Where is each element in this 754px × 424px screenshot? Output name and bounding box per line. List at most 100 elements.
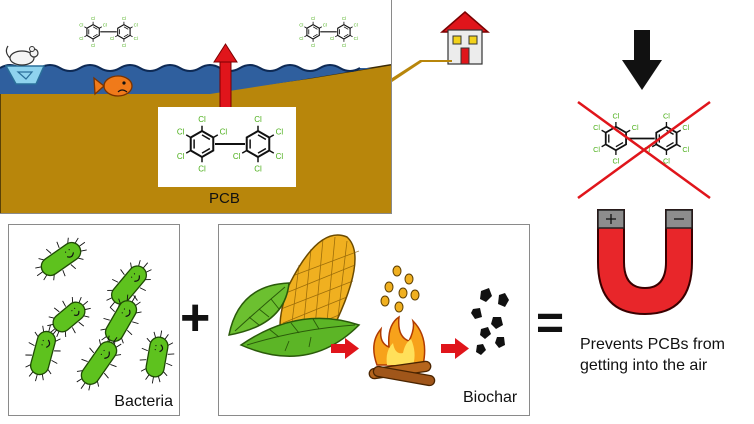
chlorine-label: Cl: [276, 152, 284, 161]
chlorine-label: Cl: [632, 123, 639, 132]
bond: [319, 26, 323, 29]
bond: [129, 35, 133, 38]
chlorine-label: Cl: [663, 156, 670, 165]
chlorine-label: Cl: [198, 165, 206, 174]
cross-line: [577, 100, 711, 200]
chlorine-label: Cl: [311, 43, 315, 48]
chlorine-label: Cl: [311, 16, 315, 21]
bacterium-icon: [35, 237, 87, 281]
double-bond: [257, 147, 267, 154]
biochar-icon: [471, 288, 509, 355]
chlorine-label: Cl: [220, 127, 228, 136]
bond: [99, 26, 103, 29]
chlorine-label: Cl: [323, 23, 327, 28]
bacterium-icon: [76, 335, 122, 391]
biochar-panel: Biochar: [218, 224, 530, 416]
biochar-label: Biochar: [463, 389, 518, 406]
red-right-arrow-icon: [331, 338, 359, 359]
chlorine-label: Cl: [330, 36, 334, 41]
chlorine-label: Cl: [682, 145, 689, 154]
magnet-icon: [597, 209, 693, 316]
result-line-2: getting into the air: [580, 357, 708, 374]
bond: [601, 129, 607, 134]
bacterium-icon: [106, 260, 152, 310]
chlorine-label: Cl: [593, 123, 600, 132]
double-bond: [343, 26, 349, 30]
corn-icon: [228, 234, 361, 357]
double-bond: [123, 33, 129, 38]
water: [0, 65, 372, 94]
bond: [625, 129, 631, 134]
chlorine-label: Cl: [299, 36, 303, 41]
corn-seeds-icon: [380, 265, 420, 313]
bond: [304, 35, 308, 38]
bond: [601, 143, 607, 148]
red-right-arrow-icon: [441, 338, 469, 359]
bond: [676, 129, 682, 134]
bond: [349, 35, 353, 38]
chlorine-label: Cl: [276, 127, 284, 136]
double-bond: [92, 33, 98, 38]
double-bond: [123, 26, 129, 30]
bond: [651, 143, 657, 148]
pcb-label: PCB: [209, 190, 240, 207]
result-line-1: Prevents PCBs from: [580, 336, 725, 353]
chlorine-label: Cl: [198, 115, 206, 124]
chlorine-label: Cl: [233, 152, 241, 161]
chlorine-label: Cl: [134, 36, 138, 41]
double-bond: [666, 142, 674, 148]
chlorine-label: Cl: [354, 23, 358, 28]
biochar-drawing: [228, 234, 509, 387]
chlorine-label: Cl: [177, 127, 185, 136]
bacteria-label: Bacteria: [114, 393, 173, 410]
black-down-arrow-icon: [622, 30, 662, 90]
bacterium-icon: [47, 296, 91, 338]
chlorine-label: Cl: [254, 115, 262, 124]
chlorine-label: Cl: [682, 123, 689, 132]
mouse-on-ice-icon: [4, 45, 46, 85]
chlorine-label: Cl: [122, 43, 126, 48]
chlorine-label: Cl: [134, 23, 138, 28]
bond: [114, 35, 118, 38]
chlorine-label: Cl: [612, 112, 619, 121]
double-bond: [257, 134, 267, 141]
plus-sign: +: [180, 289, 211, 347]
bond: [268, 149, 275, 154]
chlorine-label: Cl: [342, 16, 346, 21]
chlorine-label: Cl: [177, 152, 185, 161]
chlorine-label: Cl: [110, 36, 114, 41]
equals-sign: =: [536, 297, 565, 350]
bond: [241, 149, 248, 154]
double-bond: [92, 26, 98, 30]
bacteria-drawing: [25, 237, 175, 391]
bacterium-icon: [25, 324, 61, 382]
bond: [268, 134, 275, 139]
sad-fish-icon: [93, 75, 133, 97]
chlorine-label: Cl: [254, 165, 262, 174]
bond: [84, 26, 88, 29]
double-bond: [615, 142, 624, 148]
bond: [84, 35, 88, 38]
chlorine-label: Cl: [593, 145, 600, 154]
bacteria-panel: Bacteria: [8, 224, 180, 416]
chlorine-label: Cl: [122, 16, 126, 21]
chlorine-label: Cl: [354, 36, 358, 41]
double-bond: [201, 134, 211, 141]
result-text: Prevents PCBs from getting into the air: [580, 334, 725, 376]
bacterium-icon: [139, 330, 175, 384]
pcb-molecule-box: [158, 107, 296, 187]
chlorine-label: Cl: [91, 16, 95, 21]
double-bond: [312, 26, 318, 30]
house-icon: [439, 11, 491, 65]
chlorine-label: Cl: [79, 23, 83, 28]
bond: [676, 143, 682, 148]
double-bond: [343, 33, 349, 38]
chlorine-label: Cl: [342, 43, 346, 48]
bond: [129, 26, 133, 29]
